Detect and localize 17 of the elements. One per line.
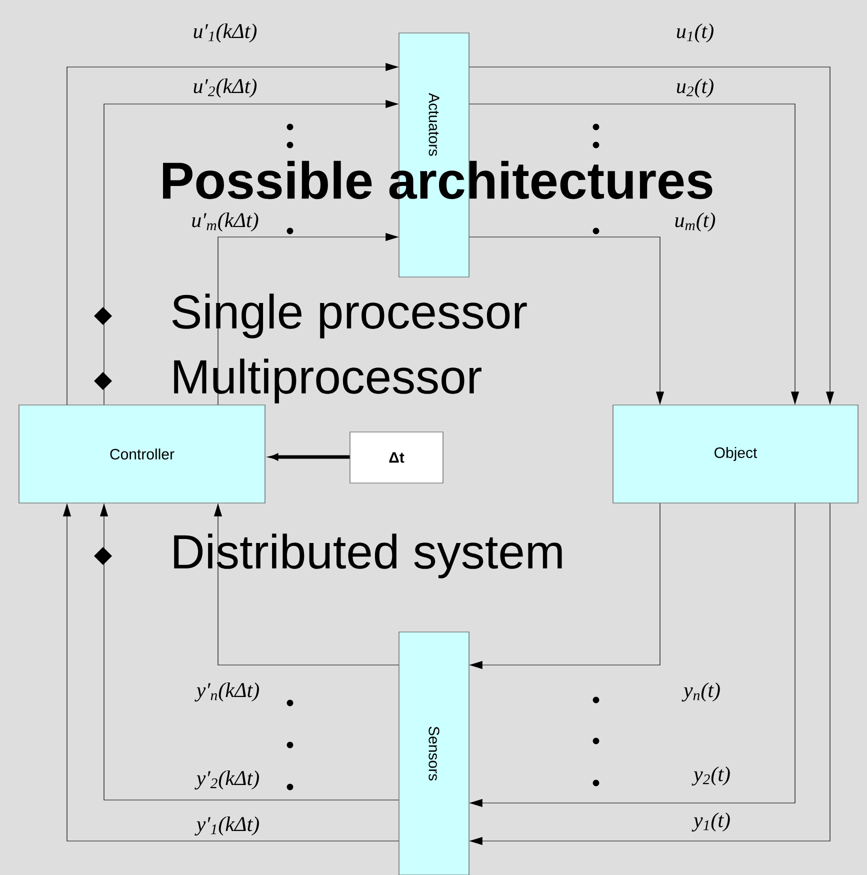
slide-title: Possible architectures: [163, 160, 712, 200]
edge-label: y′$_{n}$(kΔt): [194, 682, 259, 702]
sensor-box: Sensors: [398, 632, 470, 875]
edge-label: u′$_{m}$(kΔt): [192, 212, 258, 232]
edge-label: y$_{n}$(t): [682, 682, 720, 702]
edge-label: y′$_{2}$(kΔt): [194, 770, 259, 790]
edge-label: y$_{2}$(t): [692, 766, 730, 786]
edge-label: u′$_{1}$(kΔt): [194, 23, 257, 43]
controller-box: Controller: [18, 404, 266, 504]
edge-label: u′$_{2}$(kΔt): [194, 78, 257, 98]
edge-label: u$_{2}$(t): [676, 78, 714, 98]
edge-label: u$_{m}$(t): [675, 212, 716, 232]
edge-label: y$_{1}$(t): [692, 812, 730, 832]
edge-label: y′$_{1}$(kΔt): [194, 816, 259, 836]
delay-box: Δt: [350, 432, 444, 484]
edge-label: u$_{1}$(t): [676, 23, 714, 43]
object-box: Object: [612, 404, 858, 504]
